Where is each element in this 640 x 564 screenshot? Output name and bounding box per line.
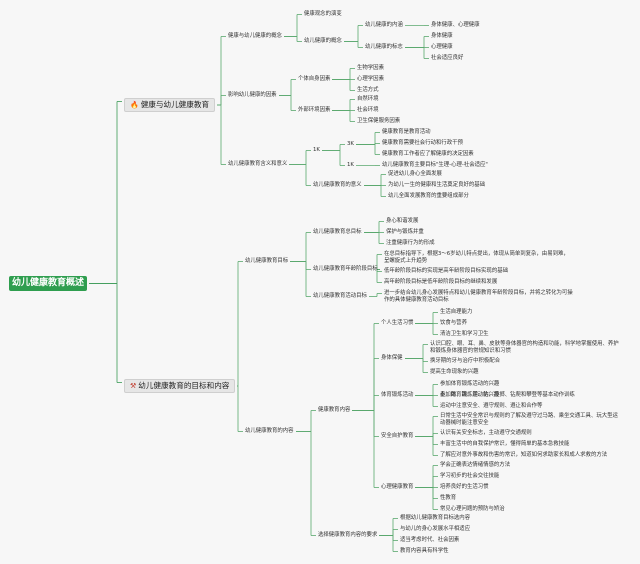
node[interactable]: 身体健康 [431,33,453,39]
node[interactable]: 幼儿健康教育的意义 [313,182,362,188]
node[interactable]: 适当考虑时代、社会因素 [400,537,460,543]
node[interactable]: 心理学因素 [357,76,384,82]
node[interactable]: 健康观念的演变 [304,11,342,17]
node[interactable]: 饮食与营养 [440,320,467,326]
node[interactable]: 选择健康教育内容的要求 [318,532,378,538]
node[interactable]: 身体保健 [381,355,403,361]
node[interactable]: 常见心理问题的预防与矫治 [440,506,505,512]
node[interactable]: 了解应对意外事故和伤害的常识，知道如何求助家长和成人求救的方法 [440,452,608,458]
node[interactable]: 提高生命现象的兴趣 [430,369,479,375]
node[interactable]: 培养良好的生活习惯 [440,484,489,490]
node[interactable]: 健康教育需要社会行动和行政干预 [382,140,463,146]
node[interactable]: 幼儿健康教育含义和意义 [228,161,288,167]
node[interactable]: 幼儿健康教育活动目标 [313,293,367,299]
node[interactable]: 日常生活中安全常识与规则的了解及遵守过马路、乘坐交通工具、玩大型运动器械时能注意… [440,413,618,426]
node[interactable]: 认识有关安全标志，主动遵守交通规则 [440,430,532,436]
node[interactable]: 身体健康、心理健康 [431,22,480,28]
branch-goals-content[interactable]: ⚒幼儿健康教育的目标和内容 [124,379,236,393]
node[interactable]: 自然环境 [357,96,379,102]
node[interactable]: 影响幼儿健康的因素 [228,92,277,98]
node[interactable]: 走、跑、跳、爬、钻、投掷、钻爬和攀登等基本动作训练 [440,392,575,398]
node[interactable]: 性教育 [440,495,457,501]
node[interactable]: 心理健康教育 [381,484,414,490]
node[interactable]: 健康教育内容 [318,407,351,413]
node[interactable]: 根据幼儿健康教育目标选内容 [400,515,471,521]
node[interactable]: 幼儿健康教育目标 [245,258,289,264]
node[interactable]: 健康与幼儿健康的概念 [228,33,282,39]
node[interactable]: 幼儿健康教育的内容 [245,428,294,434]
node[interactable]: 在总目标指导下，根据3～6岁幼儿特点提出，体现从简单到复杂，由易到难，呈螺旋式上… [384,251,569,264]
node[interactable]: 注重健康行为的形成 [386,240,435,246]
node[interactable]: 运动中注意安全、遵守规则、遵让和合作等 [440,403,543,409]
node[interactable]: 幼儿健康的概念 [304,38,342,44]
branch-label: 幼儿健康教育的目标和内容 [138,381,230,390]
node[interactable]: 生活方式 [357,87,379,93]
node[interactable]: 教育内容具有科学性 [400,548,449,554]
node[interactable]: 1K [313,147,320,153]
node[interactable]: 1K [347,162,354,168]
branch-health-education[interactable]: 🔥健康与幼儿健康教育 [124,98,216,112]
node[interactable]: 幼儿健康的内涵 [365,22,403,28]
node[interactable]: 外部环境因素 [298,107,331,113]
node[interactable]: 幼儿健康教育主要目标"生理-心理-社会适应" [382,162,488,168]
node[interactable]: 个体自身因素 [298,76,331,82]
node[interactable]: 体育锻炼活动 [381,392,414,398]
node[interactable]: 生活自理能力 [440,309,473,315]
node[interactable]: 保护与锻炼并重 [386,229,424,235]
node[interactable]: 卫生保健服务因素 [357,118,401,124]
node[interactable]: 个人生活习惯 [381,320,414,326]
node[interactable]: 生物学因素 [357,65,384,71]
node[interactable]: 幼儿健康的标志 [365,44,403,50]
node[interactable]: 学习初步的社会交往技能 [440,473,500,479]
node[interactable]: 幼儿全面发展教育的重要组成部分 [388,193,469,199]
node[interactable]: 参加体育锻炼活动的兴趣 [440,392,500,398]
node[interactable]: 低年龄阶段目标的实现是高年龄阶段目标实现的基础 [384,268,508,274]
node[interactable]: 促进幼儿身心全面发展 [388,171,442,177]
node[interactable]: 高年龄阶段目标是低年龄阶段目标的继续和发展 [384,279,498,285]
node[interactable]: 学会正确表达情绪情感的方法 [440,462,511,468]
node[interactable]: 3K [347,141,354,147]
node[interactable]: 换牙期的牙与治疗中积极配合 [430,358,501,364]
node[interactable]: 社会适应良好 [431,55,464,61]
node[interactable]: 参加体育锻炼活动的兴趣 [440,381,500,387]
node[interactable]: 清洁卫生和学习卫生 [440,331,489,337]
node[interactable]: 安全自护教育 [381,433,414,439]
root-node[interactable]: 幼儿健康教育概述 [9,276,87,291]
node[interactable]: 身心和谐发展 [386,218,419,224]
node[interactable]: 幼儿健康教育总目标 [313,229,362,235]
node[interactable]: 进一步结合幼儿身心发展特点和幼儿健康教育年龄阶段目标，并将之转化为可操作的具体健… [384,290,573,303]
node[interactable]: 健康教育工作者应了解健康的决定因素 [382,151,474,157]
node[interactable]: 认识口腔、眼、耳、鼻、皮肤等身体器官的构造和功能，科学地掌握使用、养护和锻炼身体… [430,341,619,354]
node[interactable]: 心理健康 [431,44,453,50]
node[interactable]: 与幼儿的身心发展水平相适应 [400,526,471,532]
hammer-pick-icon: ⚒ [130,382,137,390]
node[interactable]: 丰富生活中的自我保护常识，懂得简单的基本急救技能 [440,441,570,447]
node[interactable]: 健康教育是教育活动 [382,129,431,135]
node[interactable]: 幼儿健康教育年龄阶段目标 [313,266,378,272]
branch-label: 健康与幼儿健康教育 [140,100,210,109]
fire-icon: 🔥 [130,101,139,109]
node[interactable]: 社会环境 [357,107,379,113]
node[interactable]: 为幼儿一生的健康和生活奠定良好的基础 [388,182,486,188]
